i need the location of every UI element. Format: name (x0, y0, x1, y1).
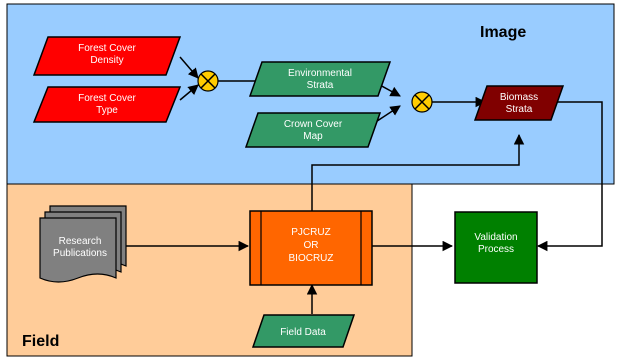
biomass-line2: Strata (506, 104, 533, 115)
pjcruz-line1: PJCRUZ (291, 227, 330, 238)
crown-map-line1: Crown Cover (284, 119, 343, 130)
node-forest-cover-density: Forest Cover Density (32, 36, 182, 76)
connector-density-to-junction1 (179, 56, 199, 79)
forest-type-line1: Forest Cover (78, 93, 136, 104)
node-environmental-strata: Environmental Strata (248, 61, 392, 97)
field-region-label: Field (22, 333, 59, 350)
node-crown-cover-map: Crown Cover Map (244, 112, 382, 148)
biomass-line1: Biomass (500, 92, 538, 103)
env-strata-line2: Strata (307, 80, 334, 91)
pjcruz-line2: OR (304, 240, 319, 251)
validation-line2: Process (478, 244, 514, 255)
validation-line1: Validation (474, 232, 517, 243)
env-strata-line1: Environmental (288, 68, 352, 79)
research-line2: Publications (53, 248, 107, 259)
field-data-label: Field Data (280, 327, 326, 338)
node-biomass-strata: Biomass Strata (473, 85, 565, 121)
pjcruz-line3: BIOCRUZ (289, 253, 334, 264)
node-validation-process: Validation Process (454, 211, 538, 284)
crown-map-line2: Map (303, 131, 323, 142)
image-region-label: Image (480, 24, 526, 41)
forest-type-line2: Type (96, 105, 118, 116)
forest-density-line1: Forest Cover (78, 43, 136, 54)
connector-biomass-to-validation (536, 101, 603, 252)
research-line1: Research (59, 236, 102, 247)
node-forest-cover-type: Forest Cover Type (32, 86, 182, 123)
node-field-data: Field Data (251, 314, 356, 348)
junction-2 (411, 91, 433, 113)
forest-density-line2: Density (90, 55, 123, 66)
node-research-publications: Research Publications (39, 205, 127, 283)
connector-type-to-junction1 (179, 84, 199, 101)
node-pjcruz-process: PJCRUZ OR BIOCRUZ (249, 210, 373, 286)
connector-process-to-biomass (311, 133, 525, 212)
junction-1 (197, 70, 219, 92)
